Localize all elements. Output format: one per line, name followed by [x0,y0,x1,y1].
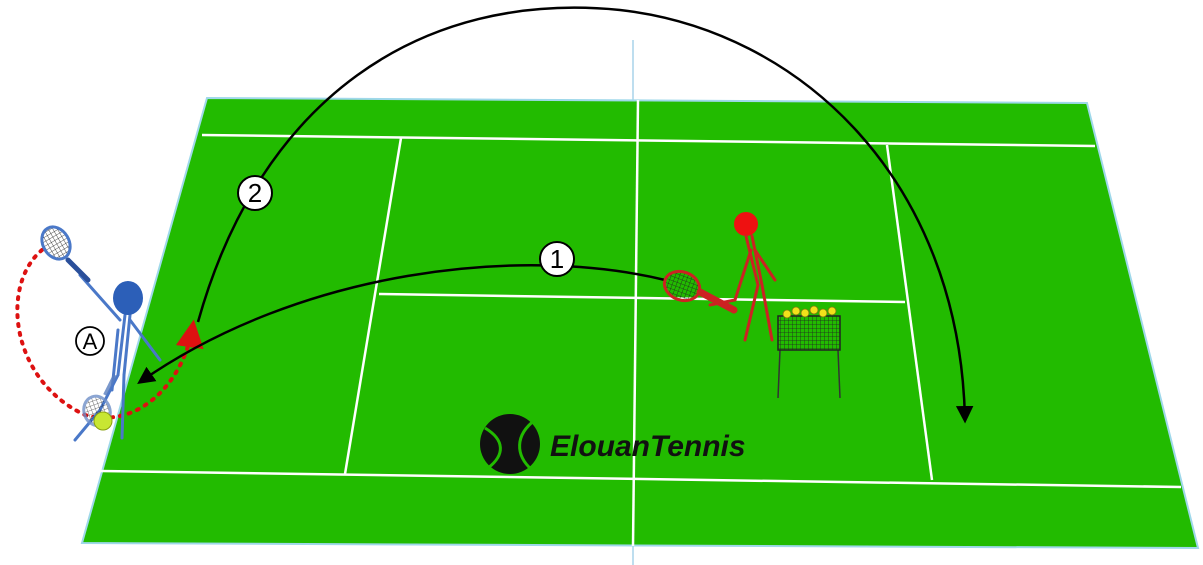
shot-2-number: 2 [248,178,262,208]
tennis-ball-icon [480,414,540,474]
player-a-letter: A [83,329,98,354]
shot-2-label: 2 [238,176,272,210]
player-a-label: A [76,327,104,355]
player-racket-top [36,222,88,280]
coach-head [734,212,758,236]
player-head [113,281,143,315]
logo-text: ElouanTennis [550,430,746,463]
shot-1-label: 1 [540,242,574,276]
shot-1-number: 1 [550,244,564,274]
tennis-ball [94,412,112,430]
